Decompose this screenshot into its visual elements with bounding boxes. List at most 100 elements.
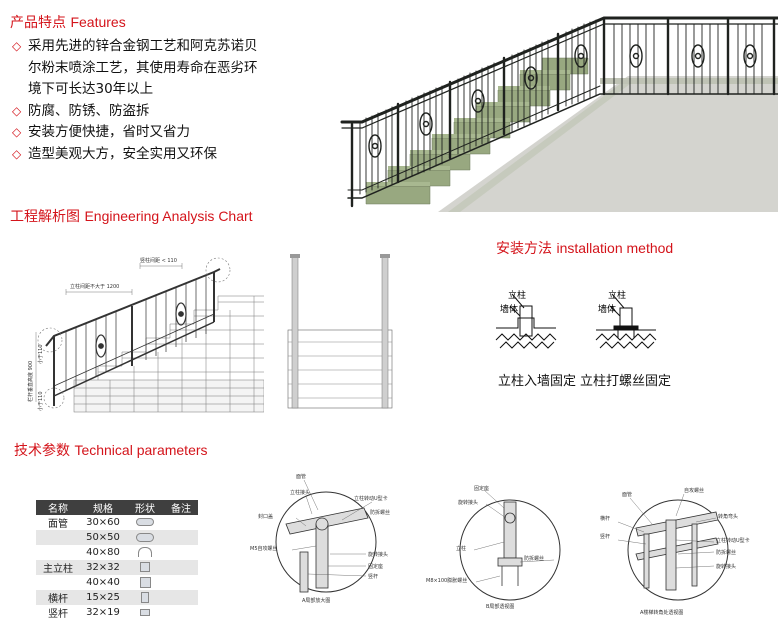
detail-a-label: 防拆螺丝: [370, 509, 390, 516]
cell-name: [36, 530, 80, 545]
feature-text: 防腐、防锈、防盗拆: [28, 102, 150, 119]
detail-c-diagram: 面管 自攻螺丝 横杆 转角弯头 竖杆 立柱转动U型卡 防拆螺丝 旋转接头 A楼梯…: [600, 487, 750, 616]
cell-name: 竖杆: [48, 609, 68, 620]
table-row: 竖杆 32×19: [36, 605, 198, 620]
table-row: 50×50: [36, 530, 198, 545]
baluster-spacing-label: 竖柱间距 < 110: [140, 257, 177, 264]
feature-text: 安装方便快捷，省时又省力: [28, 124, 190, 140]
install1-caption: 立柱入墙固定: [498, 374, 577, 389]
cell-note: [164, 515, 198, 530]
square-tube-icon: [126, 575, 164, 590]
detail-b-label: 立柱: [456, 545, 466, 552]
tech-title: 技术参数 Technical parameters: [14, 440, 208, 460]
col-spec-header: 规格: [80, 500, 126, 515]
diamond-bullet-icon: ◇: [12, 39, 22, 53]
analysis-title-cn: 工程解析图: [10, 209, 80, 225]
detail-b-diagram: 固定座 旋转接头 立柱 防拆螺丝 M8×100膨胀螺丝 B局部透视图: [426, 485, 561, 610]
table-row: 面管 30×60: [36, 515, 198, 530]
tech-title-en: Technical parameters: [74, 442, 208, 458]
cell-note: [164, 560, 198, 575]
table-row: 40×80: [36, 545, 198, 560]
engineering-front-view: [287, 254, 393, 409]
install2-post-label: 立柱: [608, 289, 626, 301]
detail-c-label: 面管: [622, 491, 632, 498]
stair-railing-photo: [338, 6, 778, 212]
table-row: 横杆 15×25: [36, 590, 198, 605]
cell-spec: 32×32: [80, 560, 126, 575]
col-note-header: 备注: [164, 500, 198, 515]
post-spacing-label: 立柱间距不大于 1200: [70, 283, 119, 290]
detail-c-label: 防拆螺丝: [716, 549, 736, 556]
diamond-bullet-icon: ◇: [12, 125, 22, 139]
detail-c-label: 横杆: [600, 515, 610, 522]
dim-110-bottom-label: 小于110: [37, 391, 44, 411]
feature-item: ◇ 造型美观大方，安全实用又环保: [12, 144, 342, 166]
analysis-title-en: Engineering Analysis Chart: [84, 208, 253, 224]
install1-post-label: 立柱: [508, 289, 526, 301]
rect-tube-icon: [126, 590, 164, 605]
diamond-bullet-icon: ◇: [12, 146, 22, 161]
oval-tube-icon: [126, 530, 164, 545]
channel-tube-icon: [126, 545, 164, 560]
detail-b-caption: B局部透视图: [486, 603, 514, 610]
cell-name: [36, 575, 80, 590]
col-shape-header: 形状: [126, 500, 164, 515]
cell-spec: 32×19: [86, 607, 120, 618]
detail-a-label: 封口盖: [258, 513, 273, 520]
detail-c-label: 自攻螺丝: [684, 487, 704, 494]
cell-note: [164, 575, 198, 590]
railing-height-label: 栏杆垂直高度 900: [27, 361, 34, 402]
wall-embed-diagram: 立柱 墙体: [495, 289, 557, 349]
oval-tube-icon: [126, 515, 164, 530]
detail-a-label: 立柱接头: [290, 489, 310, 496]
diamond-bullet-icon: ◇: [12, 103, 22, 118]
install-title: 安装方法 installation method: [496, 238, 673, 258]
tech-params-table: 名称 规格 形状 备注 面管 30×60 50×50 40×80 主立柱 32×…: [36, 500, 198, 620]
cell-name: 横杆: [36, 590, 80, 605]
col-name-header: 名称: [36, 500, 80, 515]
cell-note: [164, 545, 198, 560]
feature-text: 境下可长达30年以上: [28, 81, 154, 97]
engineering-side-view: 立柱间距不大于 1200 竖柱间距 < 110 栏杆垂直高度 900 小于110…: [27, 257, 264, 413]
detail-a-label: M5自攻螺丝: [250, 545, 278, 552]
detail-a-caption: A局部放大图: [302, 597, 330, 604]
install2-caption: 立柱打螺丝固定: [580, 374, 672, 389]
feature-item: ◇ 安装方便快捷，省时又省力: [12, 122, 342, 144]
cell-note: [164, 590, 198, 605]
install1-wall-label: 墙体: [500, 303, 518, 315]
bolt-fix-diagram: 立柱 墙体: [595, 289, 657, 349]
cell-spec: 40×40: [86, 577, 120, 588]
detail-a-label: 固定座: [368, 563, 383, 570]
cell-note: [164, 530, 198, 545]
table-row: 主立柱 32×32: [36, 560, 198, 575]
detail-c-caption: A楼梯转角处透视图: [640, 609, 683, 616]
rect-tube-icon: [126, 605, 164, 620]
cell-spec: 30×60: [86, 517, 120, 528]
feature-text: 尔粉末喷涂工艺，其使用寿命在恶劣环: [28, 59, 258, 76]
cell-name: 面管: [48, 519, 68, 530]
table-row: 40×40: [36, 575, 198, 590]
feature-text: 采用先进的锌合金钢工艺和阿克苏诺贝: [28, 38, 258, 54]
detail-a-diagram: 面管 立柱接头 立柱转动U型卡 防拆螺丝 封口盖 M5自攻螺丝 旋转接头 固定座…: [250, 473, 390, 604]
detail-b-label: 固定座: [474, 485, 489, 492]
detail-a-label: 面管: [296, 473, 306, 480]
cell-spec: 40×80: [86, 547, 120, 558]
square-tube-icon: [126, 560, 164, 575]
install-title-cn: 安装方法: [496, 241, 552, 257]
install-title-en: installation method: [556, 240, 674, 256]
feature-item: ◇ 采用先进的锌合金钢工艺和阿克苏诺贝: [12, 36, 342, 58]
detail-b-label: 旋转接头: [458, 499, 478, 506]
cell-name: 主立柱: [36, 560, 80, 575]
detail-a-label: 立柱转动U型卡: [354, 495, 388, 502]
dim-110-top-label: 小于110: [37, 344, 44, 364]
detail-c-label: 转角弯头: [718, 513, 738, 520]
detail-b-label: M8×100膨胀螺丝: [426, 577, 467, 584]
detail-a-label: 竖杆: [368, 573, 378, 580]
detail-a-label: 旋转接头: [368, 551, 388, 558]
table-header-row: 名称 规格 形状 备注: [36, 500, 198, 515]
install2-wall-label: 墙体: [598, 303, 616, 315]
detail-c-label: 立柱转动U型卡: [716, 537, 750, 544]
feature-text: 造型美观大方，安全实用又环保: [28, 145, 217, 162]
feature-item: ◇ 防腐、防锈、防盗拆: [12, 101, 342, 123]
detail-b-label: 防拆螺丝: [524, 555, 544, 562]
